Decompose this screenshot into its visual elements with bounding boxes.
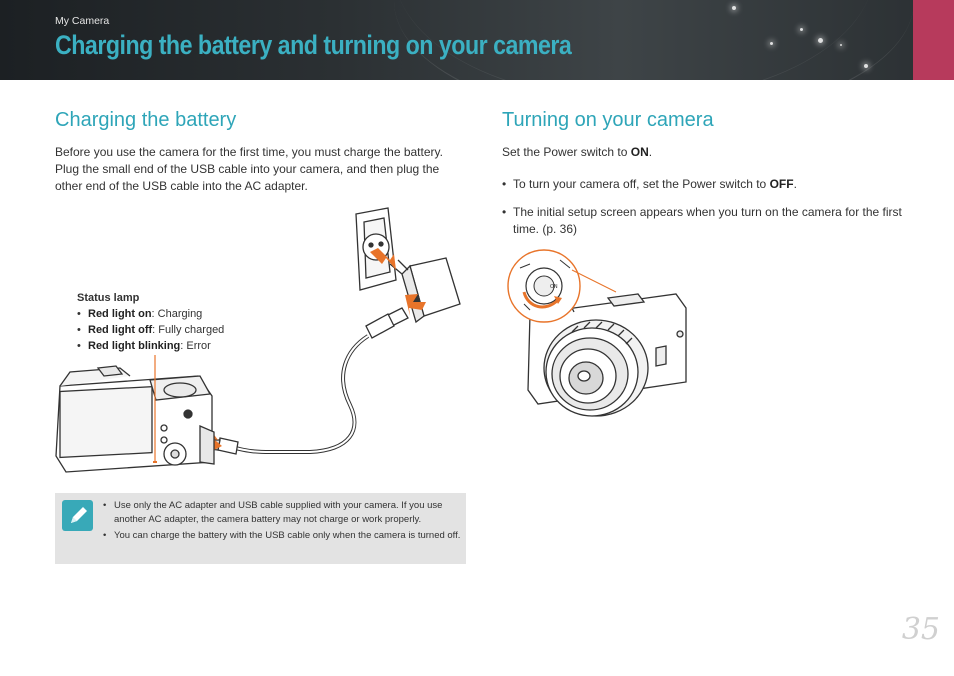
status-item-value: : Error	[180, 340, 211, 352]
instruction-suffix: .	[648, 145, 653, 159]
camera-body	[55, 365, 215, 473]
bullet-dot: •	[103, 530, 107, 541]
header-sparkle	[770, 42, 773, 45]
charging-illustration	[55, 207, 461, 473]
status-item: Red light on: Charging	[77, 306, 224, 322]
note-item: • Use only the AC adapter and USB cable …	[103, 499, 462, 527]
usb-plug	[365, 307, 409, 339]
status-item-label: Red light off	[88, 324, 153, 336]
status-item-label: Red light on	[88, 308, 152, 320]
usb-cable	[234, 334, 370, 454]
status-lamp-title: Status lamp	[77, 292, 140, 304]
dial-label: ON	[550, 284, 558, 290]
camera-lens	[543, 319, 649, 417]
section-label: My Camera	[55, 15, 110, 27]
pencil-icon	[62, 500, 93, 531]
status-item-value: : Fully charged	[152, 324, 225, 336]
insert-arrow	[405, 294, 426, 316]
power-bullet: • To turn your camera off, set the Power …	[502, 176, 903, 193]
charging-intro: Before you use the camera for the first …	[55, 145, 443, 193]
bullet-suffix: .	[793, 177, 797, 191]
note-text: Use only the AC adapter and USB cable su…	[114, 500, 443, 525]
status-item-label: Red light blinking	[88, 340, 181, 352]
bullet-dot: •	[103, 500, 107, 511]
bullet-bold: OFF	[769, 177, 794, 191]
bullet-dot: •	[502, 177, 507, 191]
header-sparkle	[864, 64, 868, 68]
power-bullet: • The initial setup screen appears when y…	[502, 204, 903, 238]
instruction-bold: ON	[630, 145, 649, 159]
charging-heading: Charging the battery	[55, 109, 237, 131]
header-sparkle	[800, 28, 803, 31]
header-sparkle	[732, 6, 736, 10]
bullet-text: To turn your camera off, set the Power s…	[513, 177, 770, 191]
status-lamp-legend: Status lamp Red light on: Charging Red l…	[77, 290, 224, 354]
note-text: You can charge the battery with the USB …	[114, 530, 461, 541]
instruction-text: Set the Power switch to	[502, 145, 631, 159]
header-sparkle	[818, 38, 823, 43]
note-item: • You can charge the battery with the US…	[103, 529, 462, 543]
bullet-text: The initial setup screen appears when yo…	[513, 205, 902, 236]
power-on-heading: Turning on your camera	[502, 109, 714, 131]
page-header: My Camera Charging the battery and turni…	[0, 0, 954, 80]
bullet-dot: •	[502, 205, 507, 219]
power-instruction: Set the Power switch to ON.	[502, 144, 902, 161]
status-item: Red light blinking: Error	[77, 338, 224, 354]
page-title: Charging the battery and turning on your…	[55, 30, 572, 60]
chapter-tab	[913, 0, 954, 80]
status-item-value: : Charging	[151, 308, 203, 320]
page-number: 35	[901, 612, 940, 647]
power-switch-magnifier: ON	[507, 249, 581, 323]
note-box: • Use only the AC adapter and USB cable …	[55, 493, 466, 564]
power-on-illustration: ON	[507, 249, 687, 417]
status-item: Red light off: Fully charged	[77, 322, 224, 338]
insert-arrow	[370, 248, 396, 270]
header-sparkle	[840, 44, 842, 46]
